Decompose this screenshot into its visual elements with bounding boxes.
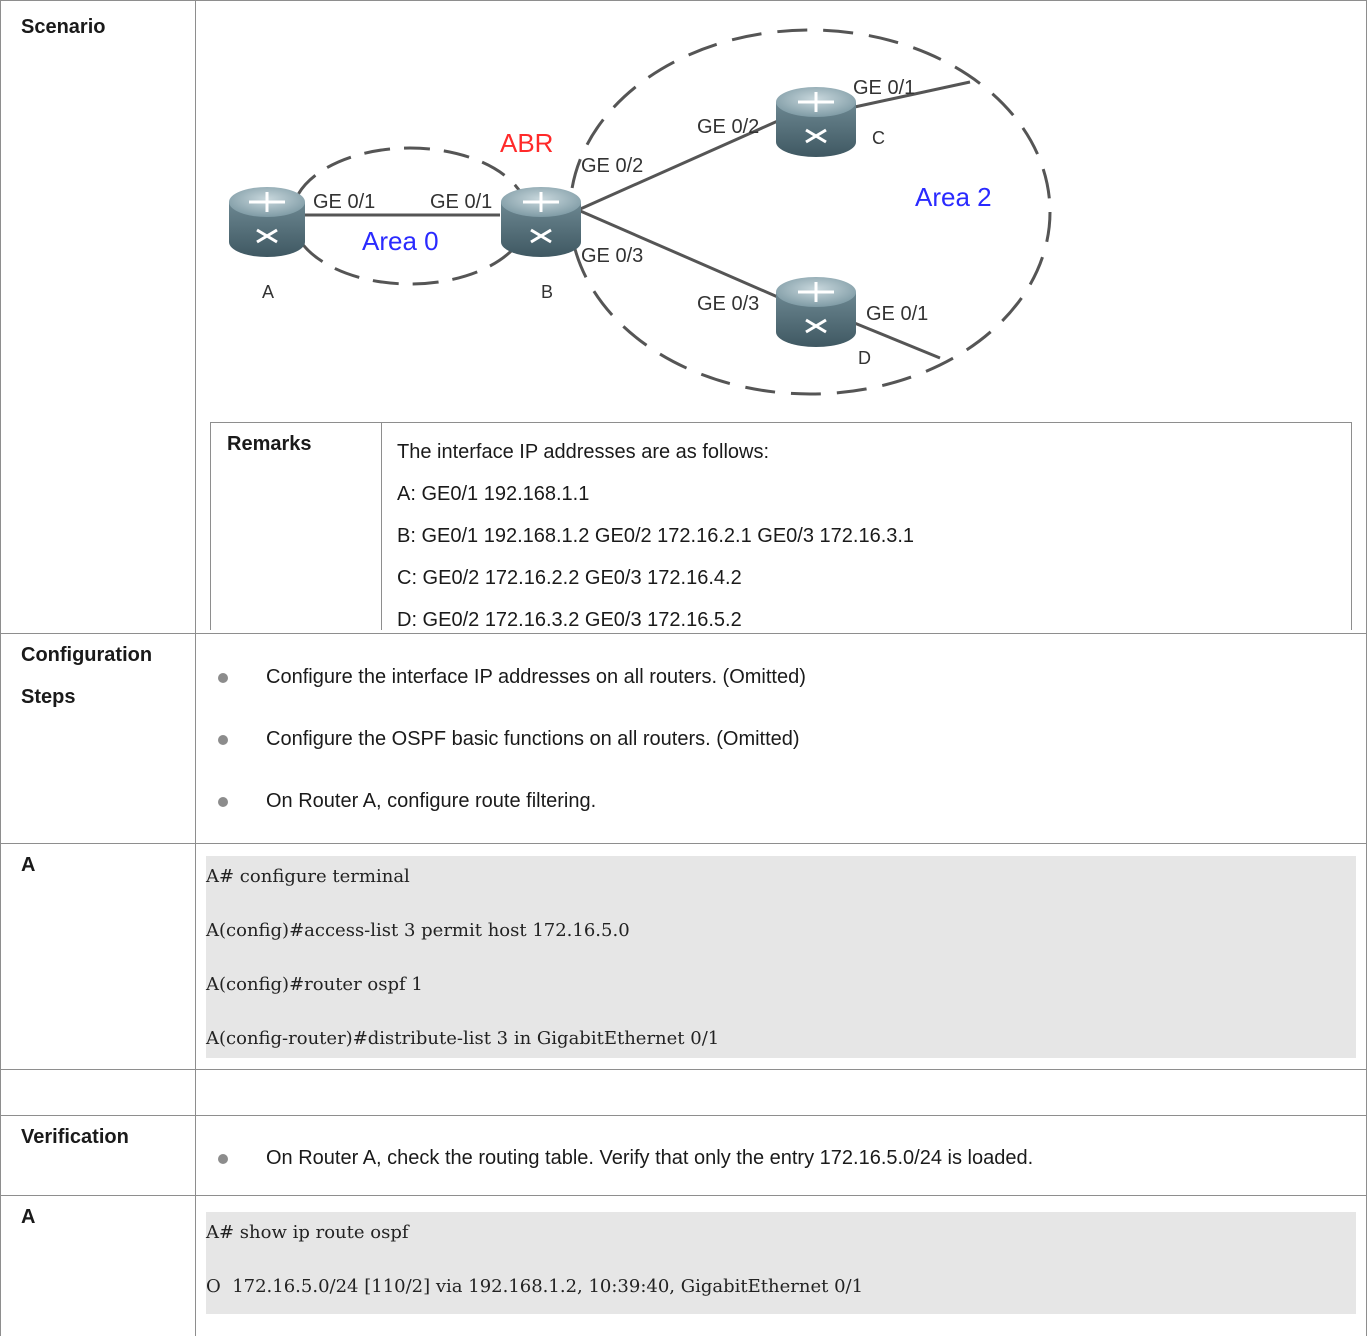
step-text: On Router A, configure route filtering. — [266, 790, 597, 812]
empty-content-cell — [196, 1070, 1367, 1115]
scenario-label: Scenario — [21, 16, 106, 38]
code-line: O 172.16.5.0/24 [110/2] via 192.168.1.2,… — [206, 1276, 864, 1297]
port-b-ge01: GE 0/1 — [430, 191, 492, 213]
list-item: On Router A, configure route filtering. — [218, 786, 806, 848]
link-b-d — [577, 208, 781, 300]
verification-row: Verification On Router A, check the rout… — [0, 1116, 1367, 1196]
list-item: Configure the OSPF basic functions on al… — [218, 724, 806, 786]
a-verify-code-block: A# show ip route ospf O 172.16.5.0/24 [1… — [206, 1212, 1356, 1314]
empty-row — [0, 1070, 1367, 1116]
config-steps-label-line2: Steps — [21, 686, 76, 708]
verification-list: On Router A, check the routing table. Ve… — [218, 1143, 1033, 1205]
a-verify-row: A A# show ip route ospf O 172.16.5.0/24 … — [0, 1196, 1367, 1336]
config-steps-label-line1: Configuration — [21, 644, 153, 666]
router-d-name: D — [858, 348, 871, 368]
a-verify-content-cell: A# show ip route ospf O 172.16.5.0/24 [1… — [196, 1196, 1367, 1336]
remarks-line: A: GE0/1 192.168.1.1 — [397, 483, 590, 505]
step-text: Configure the interface IP addresses on … — [266, 666, 806, 688]
remarks-table: Remarks The interface IP addresses are a… — [210, 422, 1352, 631]
port-c-ge01: GE 0/1 — [853, 77, 915, 99]
step-text: Configure the OSPF basic functions on al… — [266, 728, 800, 750]
code-line: A# configure terminal — [206, 866, 410, 887]
verification-label-cell: Verification — [0, 1116, 196, 1195]
a-verify-label-cell: A — [0, 1196, 196, 1336]
router-b-name: B — [541, 282, 553, 302]
router-b-icon — [501, 187, 581, 257]
empty-label-cell — [0, 1070, 196, 1115]
config-steps-label-cell: Configuration Steps — [0, 634, 196, 843]
code-line: A(config)#access-list 3 permit host 172.… — [206, 920, 630, 941]
bullet-icon — [218, 735, 228, 745]
router-d-icon — [776, 277, 856, 347]
bullet-icon — [218, 673, 228, 683]
bullet-icon — [218, 797, 228, 807]
scenario-label-cell: Scenario — [0, 0, 196, 633]
remarks-line: D: GE0/2 172.16.3.2 GE0/3 172.16.5.2 — [397, 609, 742, 631]
abr-label: ABR — [500, 128, 553, 158]
list-item: On Router A, check the routing table. Ve… — [218, 1143, 1033, 1205]
code-line: A# show ip route ospf — [206, 1222, 409, 1243]
remarks-text: The interface IP addresses are as follow… — [397, 431, 914, 641]
port-a-ge01: GE 0/1 — [313, 191, 375, 213]
config-steps-row: Configuration Steps Configure the interf… — [0, 634, 1367, 844]
port-b-ge02: GE 0/2 — [581, 155, 643, 177]
code-line: A(config)#router ospf 1 — [206, 974, 423, 995]
area0-label: Area 0 — [362, 226, 439, 256]
remarks-line: The interface IP addresses are as follow… — [397, 441, 770, 463]
a-config-label: A — [21, 854, 36, 876]
ospf-topology-diagram: GE 0/1 GE 0/1 GE 0/2 GE 0/3 GE 0/2 GE 0/… — [229, 28, 1052, 396]
a-verify-label: A — [21, 1206, 36, 1228]
remarks-label: Remarks — [227, 433, 312, 455]
config-steps-list: Configure the interface IP addresses on … — [218, 662, 806, 848]
a-config-content-cell: A# configure terminal A(config)#access-l… — [196, 844, 1367, 1069]
link-c-out — [849, 80, 971, 110]
router-a-icon — [229, 187, 305, 257]
router-a-name: A — [262, 282, 274, 302]
port-c-ge02: GE 0/2 — [697, 116, 759, 138]
code-line: A(config-router)#distribute-list 3 in Gi… — [206, 1028, 720, 1049]
port-d-ge01: GE 0/1 — [866, 303, 928, 325]
scenario-row: Scenario — [0, 0, 1367, 634]
port-d-ge03: GE 0/3 — [697, 293, 759, 315]
scenario-content-cell: GE 0/1 GE 0/1 GE 0/2 GE 0/3 GE 0/2 GE 0/… — [196, 0, 1367, 633]
verification-content-cell: On Router A, check the routing table. Ve… — [196, 1116, 1367, 1195]
bullet-icon — [218, 1154, 228, 1164]
remarks-line: B: GE0/1 192.168.1.2 GE0/2 172.16.2.1 GE… — [397, 525, 915, 547]
area2-label: Area 2 — [915, 182, 992, 212]
table-top-border — [0, 0, 1367, 1]
remarks-line: C: GE0/2 172.16.2.2 GE0/3 172.16.4.2 — [397, 567, 742, 589]
link-d-out — [851, 320, 941, 360]
a-config-code-block: A# configure terminal A(config)#access-l… — [206, 856, 1356, 1058]
a-config-row: A A# configure terminal A(config)#access… — [0, 844, 1367, 1070]
remarks-label-cell: Remarks — [211, 423, 382, 630]
step-text: On Router A, check the routing table. Ve… — [266, 1147, 1034, 1169]
list-item: Configure the interface IP addresses on … — [218, 662, 806, 724]
a-config-label-cell: A — [0, 844, 196, 1069]
port-b-ge03: GE 0/3 — [581, 245, 643, 267]
verification-label: Verification — [21, 1126, 129, 1148]
config-steps-content-cell: Configure the interface IP addresses on … — [196, 634, 1367, 843]
link-b-c — [577, 118, 781, 212]
router-c-icon — [776, 87, 856, 157]
router-c-name: C — [872, 128, 885, 148]
